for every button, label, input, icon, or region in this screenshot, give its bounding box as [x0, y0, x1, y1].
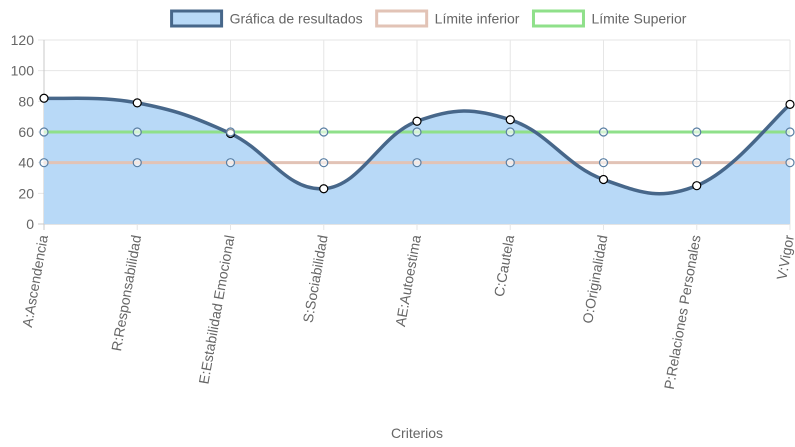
y-tick-label: 0 [26, 216, 34, 232]
legend-swatch [531, 9, 585, 28]
x-tick-label: S:Sociabilidad [300, 234, 331, 324]
x-tick-label: O:Originalidad [579, 234, 610, 325]
data-point[interactable] [132, 127, 142, 137]
legend-item[interactable]: Límite inferior [375, 9, 520, 28]
data-point[interactable] [319, 158, 329, 168]
x-tick-label: C:Cautela [491, 234, 518, 298]
x-tick-label: A:Ascendencia [19, 234, 51, 329]
data-point[interactable] [225, 127, 236, 137]
data-point[interactable] [39, 158, 49, 168]
legend-swatch [375, 9, 429, 28]
legend-item[interactable]: Límite Superior [531, 9, 687, 28]
data-point[interactable] [132, 98, 142, 108]
data-point[interactable] [598, 174, 609, 185]
y-tick-label: 60 [18, 124, 34, 140]
data-point[interactable] [505, 115, 515, 125]
chart-legend: Gráfica de resultados Límite inferior Lími… [170, 9, 687, 28]
y-tick-label: 20 [18, 185, 34, 201]
data-point[interactable] [505, 158, 515, 168]
y-tick-label: 40 [18, 155, 34, 171]
legend-label: Límite inferior [435, 11, 520, 27]
y-axis-ticks: 0 20 40 60 80 100 120 [11, 32, 35, 232]
data-point[interactable] [132, 158, 142, 168]
data-point[interactable] [692, 158, 702, 168]
data-point[interactable] [505, 127, 515, 137]
data-point[interactable] [785, 127, 795, 137]
y-tick-label: 100 [11, 63, 35, 79]
data-point[interactable] [225, 158, 236, 168]
legend-swatch [170, 9, 224, 28]
data-point[interactable] [692, 181, 702, 191]
legend-label: Límite Superior [591, 11, 686, 27]
data-point[interactable] [39, 127, 49, 137]
data-point[interactable] [598, 158, 609, 168]
x-tick-label: E:Estabilidad Emocional [195, 234, 237, 385]
x-axis-ticks: A:Ascendencia R:Responsabilidad E:Estabili… [19, 233, 795, 390]
data-point[interactable] [319, 127, 329, 137]
data-point[interactable] [785, 99, 795, 110]
y-tick-label: 120 [11, 32, 35, 48]
data-point[interactable] [785, 158, 795, 168]
x-tick-label: R:Responsabilidad [108, 234, 144, 353]
x-tick-label: AE:Autoestima [392, 234, 424, 328]
x-axis-title: Criterios [391, 425, 443, 441]
data-point[interactable] [598, 127, 609, 137]
legend-item[interactable]: Gráfica de resultados [170, 9, 363, 28]
chart-points-layer [39, 93, 795, 194]
data-point[interactable] [39, 93, 49, 103]
x-tick-label: P:Relaciones Personales [661, 234, 704, 391]
data-point[interactable] [412, 116, 422, 126]
data-point[interactable] [412, 127, 422, 137]
data-point[interactable] [412, 158, 422, 168]
x-tick-label: V:Vigor [773, 233, 795, 281]
data-point[interactable] [319, 184, 329, 194]
legend-label: Gráfica de resultados [230, 11, 363, 27]
y-tick-label: 80 [18, 93, 34, 109]
data-point[interactable] [692, 127, 702, 137]
